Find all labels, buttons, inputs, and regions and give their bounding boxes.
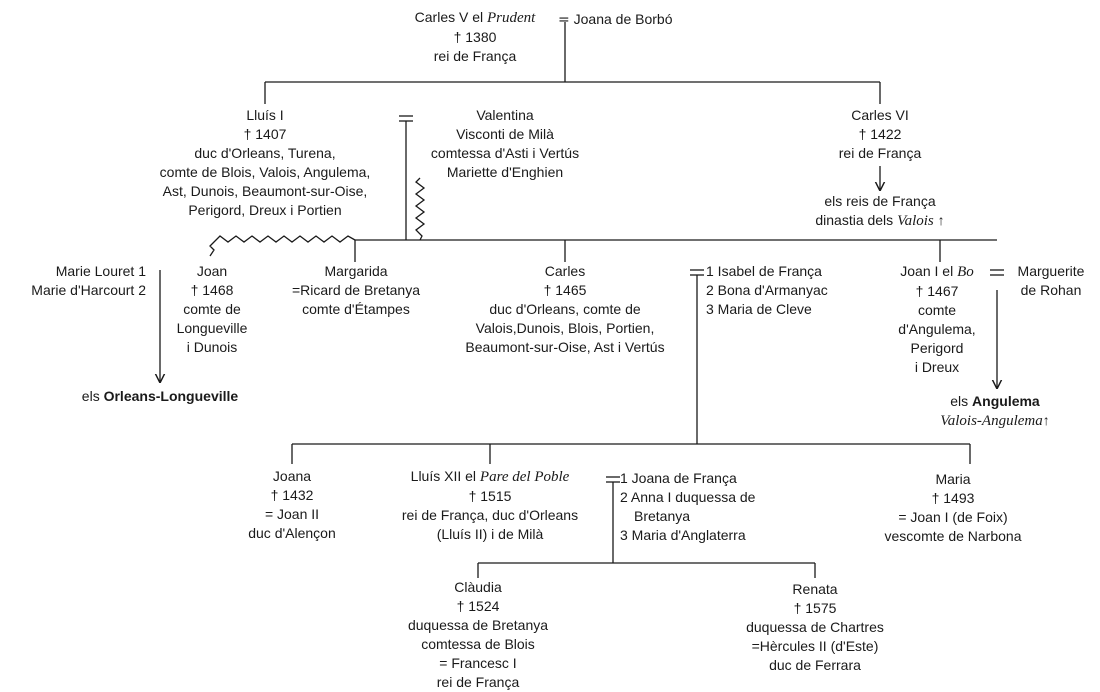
valentina-house: Visconti de Milà (456, 126, 554, 142)
joana-spouse: = Joan II (264, 506, 320, 522)
lluis-xii-node: Lluís XII el Pare del Poble † 1515 rei d… (378, 467, 602, 544)
joan-longueville-death: † 1468 (190, 282, 234, 298)
joan-angulema-name: Joan I el Bo (900, 263, 974, 280)
carles-vi-dynasty: els reis de França dinastia dels Valois … (780, 192, 980, 231)
joan-longueville-title: comte de (183, 301, 241, 317)
spouse-2-cont: Bretanya (634, 508, 691, 524)
lluis-i-title: comte de Blois, Valois, Angulema, (159, 164, 371, 180)
claudia-spouse-title: rei de França (436, 674, 520, 690)
joana-death: † 1432 (270, 487, 314, 503)
spouse-1: 1 Joana de França (620, 470, 737, 486)
carles-orleans-title: duc d'Orleans, comte de (489, 301, 641, 317)
mariette-name: Mariette d'Enghien (446, 164, 564, 180)
carles-orleans-node: Carles † 1465 duc d'Orleans, comte de Va… (430, 262, 700, 357)
lluis-i-title: Perigord, Dreux i Portien (188, 202, 342, 218)
root-node-carles-v: Carles V el Prudent † 1380 rei de França (385, 8, 565, 66)
lluis-i-death: † 1407 (243, 126, 287, 142)
margarida-spouse-title: comte d'Étampes (302, 301, 410, 317)
carles-vi-node: Carles VI † 1422 rei de França (810, 106, 950, 163)
lluis-xii-spouses: 1 Joana de França 2 Anna I duquessa de B… (620, 469, 755, 545)
valentina-name: Valentina (476, 107, 534, 123)
lluis-xii-death: † 1515 (468, 488, 512, 504)
claudia-title: comtessa de Blois (421, 636, 535, 652)
joan-angulema-death: † 1467 (915, 283, 959, 299)
lluis-i-node: Lluís I † 1407 duc d'Orleans, Turena, co… (130, 106, 400, 220)
carles-orleans-death: † 1465 (543, 282, 587, 298)
joan-angulema-title: Perigord (910, 340, 964, 356)
renata-node: Renata † 1575 duquessa de Chartres =Hèrc… (715, 580, 915, 675)
renata-spouse-title: duc de Ferrara (769, 657, 861, 673)
lluis-i-title: duc d'Orleans, Turena, (194, 145, 336, 161)
marguerite-node: Marguerite de Rohan (1006, 262, 1096, 300)
carles-orleans-name: Carles (544, 263, 586, 279)
claudia-death: † 1524 (456, 598, 500, 614)
root-name: Carles V el Prudent (414, 9, 536, 26)
root-title: rei de França (433, 48, 517, 64)
renata-spouse: =Hèrcules II (d'Este) (751, 638, 879, 654)
joan-angulema-title: d'Angulema, (898, 321, 976, 337)
joan-wavy-line (209, 235, 356, 257)
carles-vi-dynasty-line1: els reis de França (824, 193, 936, 209)
joan-longueville-title: i Dunois (186, 339, 238, 355)
claudia-title: duquessa de Bretanya (407, 617, 549, 633)
root-death: † 1380 (453, 29, 497, 45)
joana-name: Joana (272, 468, 312, 484)
orleans-longueville-dynasty: els Orleans-Longueville (81, 388, 239, 404)
angulema-dynasty: els Angulema Valois-Angulema↑ (920, 392, 1070, 431)
spouse-2: 2 Bona d'Armanyac (706, 282, 828, 298)
marguerite-house: de Rohan (1020, 282, 1082, 298)
angulema-dynasty-line1: els Angulema (950, 393, 1040, 409)
renata-title: duquessa de Chartres (746, 619, 884, 635)
maria-name: Maria (935, 471, 971, 487)
angulema-dynasty-line2: Valois-Angulema↑ (940, 412, 1050, 429)
joan-longueville-node: Joan † 1468 comte de Longueville i Dunoi… (170, 262, 254, 357)
renata-death: † 1575 (793, 600, 837, 616)
mariette-wavy-line (414, 177, 426, 241)
margarida-name: Margarida (324, 263, 388, 279)
joana-node: Joana † 1432 = Joan II duc d'Alençon (222, 467, 362, 543)
lluis-xii-title: rei de França, duc d'Orleans (401, 507, 579, 523)
joan-longueville-title: Longueville (176, 320, 248, 336)
lluis-i-title: Ast, Dunois, Beaumont-sur-Oise, (162, 183, 368, 199)
spouse-3: 3 Maria de Cleve (706, 301, 812, 317)
carles-vi-name: Carles VI (851, 107, 909, 123)
margarida-node: Margarida =Ricard de Bretanya comte d'Ét… (266, 262, 446, 319)
lluis-i-name: Lluís I (246, 107, 284, 123)
joan-angulema-node: Joan I el Bo † 1467 comte d'Angulema, Pe… (880, 262, 994, 377)
margarida-spouse: =Ricard de Bretanya (291, 282, 421, 298)
spouse-1: 1 Isabel de França (706, 263, 822, 279)
carles-orleans-title: Beaumont-sur-Oise, Ast i Vertús (465, 339, 665, 355)
lluis-xii-name: Lluís XII el Pare del Poble (410, 468, 570, 485)
carles-vi-death: † 1422 (858, 126, 902, 142)
joan-angulema-title: i Dreux (914, 359, 960, 375)
carles-vi-title: rei de França (838, 145, 922, 161)
renata-name: Renata (792, 581, 838, 597)
valentina-title: comtessa d'Asti i Vertús (430, 145, 580, 161)
joan-angulema-title: comte (917, 302, 957, 318)
spouse-2: 2 Anna I duquessa de (620, 489, 756, 505)
mother-1: Marie Louret 1 (55, 263, 146, 279)
marriage-sign: = (558, 12, 570, 28)
mother-2: Marie d'Harcourt 2 (31, 282, 146, 298)
carles-orleans-spouses: 1 Isabel de França 2 Bona d'Armanyac 3 M… (706, 262, 828, 319)
maria-spouse: = Joan I (de Foix) (898, 509, 1008, 525)
spouse-3: 3 Maria d'Anglaterra (620, 527, 746, 543)
carles-orleans-title: Valois,Dunois, Blois, Portien, (475, 320, 655, 336)
valentina-node: Valentina Visconti de Milà comtessa d'As… (420, 106, 590, 182)
joan-longueville-mothers: Marie Louret 1 Marie d'Harcourt 2 (0, 262, 146, 300)
carles-vi-dynasty-line2: dinastia dels Valois ↑ (815, 212, 945, 229)
claudia-node: Clàudia † 1524 duquessa de Bretanya comt… (388, 578, 568, 692)
root-spouse: = Joana de Borbó (558, 11, 673, 28)
maria-node: Maria † 1493 = Joan I (de Foix) vescomte… (870, 470, 1036, 546)
joan-longueville-name: Joan (196, 263, 228, 279)
maria-spouse-title: vescomte de Narbona (884, 528, 1022, 544)
claudia-spouse: = Francesc I (439, 655, 517, 671)
lluis-xii-title: (Lluís II) i de Milà (436, 526, 544, 542)
maria-death: † 1493 (931, 490, 975, 506)
marguerite-name: Marguerite (1017, 263, 1085, 279)
claudia-name: Clàudia (454, 579, 502, 595)
joana-spouse-title: duc d'Alençon (248, 525, 336, 541)
